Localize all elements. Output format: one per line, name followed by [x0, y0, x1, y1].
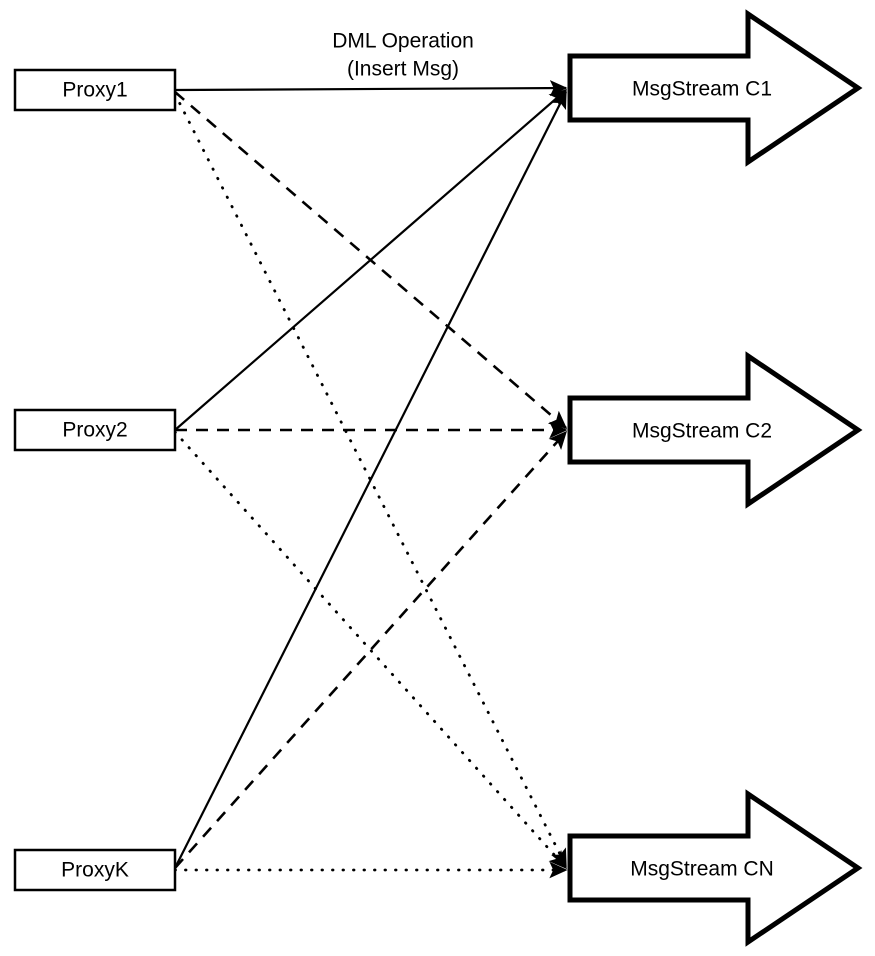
- block-arrow-shape[interactable]: [567, 9, 863, 167]
- proxy-label: ProxyK: [61, 859, 129, 882]
- connection-proxy1-to-c1[interactable]: [174, 80, 568, 97]
- proxy-node-proxyk[interactable]: ProxyK: [13, 848, 177, 892]
- connection-proxy2-to-c1[interactable]: [174, 89, 568, 431]
- connection-proxyk-to-c2[interactable]: [174, 430, 568, 869]
- proxy-box[interactable]: [13, 68, 177, 112]
- proxy-node-proxy1[interactable]: Proxy1: [13, 68, 177, 112]
- proxy-node-proxy2[interactable]: Proxy2: [13, 408, 177, 452]
- operation-label-line2: (Insert Msg): [347, 58, 459, 81]
- stream-label: MsgStream C2: [632, 420, 772, 443]
- stream-nodes-layer: MsgStream C1 MsgStream C2 MsgStream CN: [567, 9, 863, 947]
- stream-label: MsgStream C1: [632, 78, 772, 101]
- proxy-label: Proxy2: [62, 419, 127, 442]
- proxy-box[interactable]: [13, 408, 177, 452]
- stream-node-c1[interactable]: MsgStream C1: [567, 9, 863, 167]
- connection-proxy2-to-cn[interactable]: [173, 430, 568, 870]
- operation-label-line1: DML Operation: [332, 30, 474, 53]
- stream-node-c2[interactable]: MsgStream C2: [567, 351, 863, 509]
- operation-label: DML Operation (Insert Msg): [332, 30, 474, 81]
- block-arrow-shape[interactable]: [567, 351, 863, 509]
- proxy-nodes-layer: Proxy1 Proxy2 ProxyK: [13, 68, 177, 892]
- connections-layer: [173, 80, 568, 879]
- stream-label: MsgStream CN: [630, 858, 774, 881]
- stream-node-cn[interactable]: MsgStream CN: [567, 789, 863, 947]
- connection-proxyk-to-c1[interactable]: [174, 90, 567, 869]
- block-arrow-shape[interactable]: [567, 789, 863, 947]
- proxy-label: Proxy1: [62, 79, 127, 102]
- proxy-box[interactable]: [13, 848, 177, 892]
